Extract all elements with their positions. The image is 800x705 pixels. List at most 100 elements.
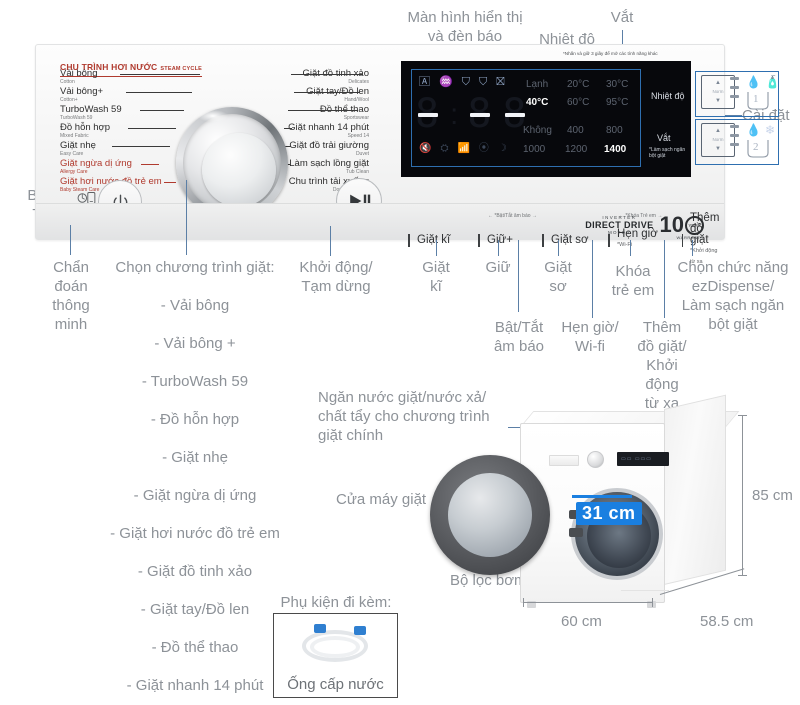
- dispenser-1-stepper[interactable]: ▲ Norm ▼: [701, 75, 735, 109]
- program-left-0[interactable]: Vải bông Cotton: [60, 68, 98, 86]
- program-left-3[interactable]: Đồ hỗn hợp Mixed Fabric: [60, 123, 110, 140]
- program-line-r3: [284, 128, 292, 129]
- lock-icon: 🄰: [419, 76, 430, 88]
- program-line-l3: [128, 128, 176, 129]
- stepper-2-up-icon[interactable]: ▲: [715, 127, 721, 134]
- no-shirt-icon: ⛝: [496, 76, 505, 88]
- stepper-2-down-icon[interactable]: ▼: [715, 146, 721, 153]
- program-right-2-vn: Đồ thể thao: [320, 104, 369, 115]
- annotation-sound-toggle: Bật/Tắt âm báo: [493, 319, 545, 355]
- display-highlight-box: [411, 69, 641, 167]
- program-right-1[interactable]: Giặt tay/Đồ len Hand/Wool: [306, 86, 369, 104]
- wm-dial[interactable]: [587, 451, 604, 468]
- stepper-2-norm-label: Norm: [712, 137, 724, 143]
- program-left-1-en: Cotton+: [60, 97, 78, 103]
- program-right-0[interactable]: Giặt đồ tinh xảo Delicates: [302, 69, 369, 86]
- button-keep-plus[interactable]: Giữ+: [478, 227, 513, 253]
- spin-option-5[interactable]: 1400: [604, 144, 627, 155]
- shirt-icon-2: ⛉: [478, 76, 488, 88]
- program-right-5[interactable]: Làm sạch lồng giặt Tub Clean: [289, 158, 369, 176]
- wm-drain-filter-cover[interactable]: [621, 590, 669, 606]
- motor-label: MOTOR: [608, 230, 631, 235]
- width-label: 60 cm: [561, 613, 602, 630]
- button-intensive-wash[interactable]: Giặt kĩ: [408, 227, 450, 253]
- program-left-1[interactable]: Vải bông+ Cotton+: [60, 87, 103, 104]
- program-right-0-en: Delicates: [348, 79, 369, 85]
- wm-door-glass: [448, 473, 532, 557]
- program-right-5-vn: Làm sạch lồng giặt: [289, 158, 369, 169]
- tray-1-number: 1: [753, 93, 759, 105]
- tray-2-number: 2: [753, 141, 759, 153]
- spin-option-3[interactable]: 1000: [523, 144, 546, 155]
- dispenser-box-1-highlight: [695, 71, 779, 117]
- button-timer-wifi[interactable]: Hẹn giờ *Wi-Fi: [608, 227, 658, 253]
- program-right-2[interactable]: Đồ thể thao Sportswear: [320, 104, 369, 122]
- leader-smart-diagnosis: [70, 225, 71, 255]
- button-intensive-wash-label: Giặt kĩ: [417, 233, 451, 246]
- dispenser-2-stepper[interactable]: ▲ Norm ▼: [701, 123, 735, 157]
- program-left-5[interactable]: Giặt ngừa dị ứng Allergy Care: [60, 159, 132, 176]
- program-line-l1: [126, 92, 192, 93]
- direct-drive-label: DIRECT DRIVE: [585, 220, 654, 230]
- drop-icon-1: 💧: [746, 75, 761, 89]
- wm-door-open[interactable]: [430, 455, 550, 575]
- temp-option-0[interactable]: Lạnh: [526, 79, 549, 90]
- program-item-8: - Giặt tay/Đồ len: [140, 601, 250, 618]
- spin-option-0[interactable]: Không: [523, 125, 552, 136]
- warranty-years: 10: [659, 212, 684, 237]
- program-right-1-vn: Giặt tay/Đồ len: [306, 86, 369, 97]
- annotation-child-lock: Khóa trẻ em: [611, 263, 655, 299]
- wm-side-panel: [664, 394, 726, 585]
- program-line-l4: [112, 146, 170, 147]
- program-right-3[interactable]: Giặt nhanh 14 phút Speed 14: [288, 122, 369, 140]
- program-right-3-vn: Giặt nhanh 14 phút: [288, 122, 369, 133]
- wm-detergent-drawer[interactable]: [549, 455, 579, 466]
- digit-colon: :: [450, 98, 459, 131]
- program-left-0-vn: Vải bông: [60, 68, 98, 79]
- temp-option-1[interactable]: 20°C: [567, 79, 590, 90]
- spin-button[interactable]: Vắt: [657, 133, 671, 143]
- hold-3s-note: *Nhấn và giữ 3 giây để mở các tính năng …: [563, 51, 658, 56]
- stepper-1-up-icon[interactable]: ▲: [715, 79, 721, 86]
- temp-option-3[interactable]: 40°C: [526, 97, 549, 108]
- button-prewash[interactable]: Giặt sơ: [542, 227, 589, 253]
- program-right-0-vn: Giặt đồ tinh xảo: [302, 69, 369, 79]
- program-item-2: - TurboWash 59: [141, 373, 249, 390]
- leader-start-pause: [330, 226, 331, 256]
- warranty-year-word: YEAR: [685, 215, 704, 235]
- program-line-l6: [164, 182, 176, 183]
- dispenser-2-level-bars: [730, 125, 739, 146]
- temp-option-5[interactable]: 95°C: [606, 97, 629, 108]
- dial-inner-face: [202, 133, 276, 207]
- program-selector-dial[interactable]: [176, 107, 288, 219]
- leader-settings: [718, 115, 742, 116]
- annotation-timer-wifi: Hẹn giờ/ Wi-fi: [561, 319, 619, 355]
- stepper-1-down-icon[interactable]: ▼: [715, 98, 721, 105]
- annotation-display-and-lamps: Màn hình hiển thị và đèn báo: [407, 9, 523, 45]
- tray-1-bracket-icon: [747, 92, 769, 110]
- tray-2-bracket-icon: [747, 140, 769, 158]
- temp-option-4[interactable]: 60°C: [567, 97, 590, 108]
- spin-option-1[interactable]: 400: [567, 125, 584, 136]
- program-left-2[interactable]: TurboWash 59 TurboWash 59: [60, 105, 122, 122]
- program-line-r4: [283, 146, 291, 147]
- program-left-4[interactable]: Giặt nhẹ Easy Care: [60, 141, 96, 158]
- leader-ezdispense: [692, 240, 693, 256]
- spin-option-2[interactable]: 800: [606, 125, 623, 136]
- program-right-4[interactable]: Giặt đồ trải giường Duvet: [289, 141, 369, 158]
- program-item-3: - Đồ hỗn hợp: [150, 411, 240, 428]
- program-right-4-en: Duvet: [355, 151, 369, 157]
- button-keep-plus-label: Giữ+: [487, 233, 513, 246]
- program-line-l2: [140, 110, 184, 111]
- digit-2: 8: [467, 94, 493, 135]
- temp-option-2[interactable]: 30°C: [606, 79, 629, 90]
- steam-cycle-en: STEAM CYCLE: [160, 66, 203, 72]
- digit-1-bar: [418, 113, 438, 117]
- height-label: 85 cm: [752, 487, 793, 504]
- shirt-icon-1: ⛉: [461, 76, 470, 88]
- leader-intensive: [436, 240, 437, 256]
- spin-option-4[interactable]: 1200: [565, 144, 588, 155]
- temperature-button[interactable]: Nhiệt độ: [651, 91, 685, 101]
- program-left-5-en: Allergy Care: [60, 169, 88, 175]
- annotation-detergent-drawer: Ngăn nước giặt/nước xả/ chất tẩy cho chư…: [318, 389, 490, 444]
